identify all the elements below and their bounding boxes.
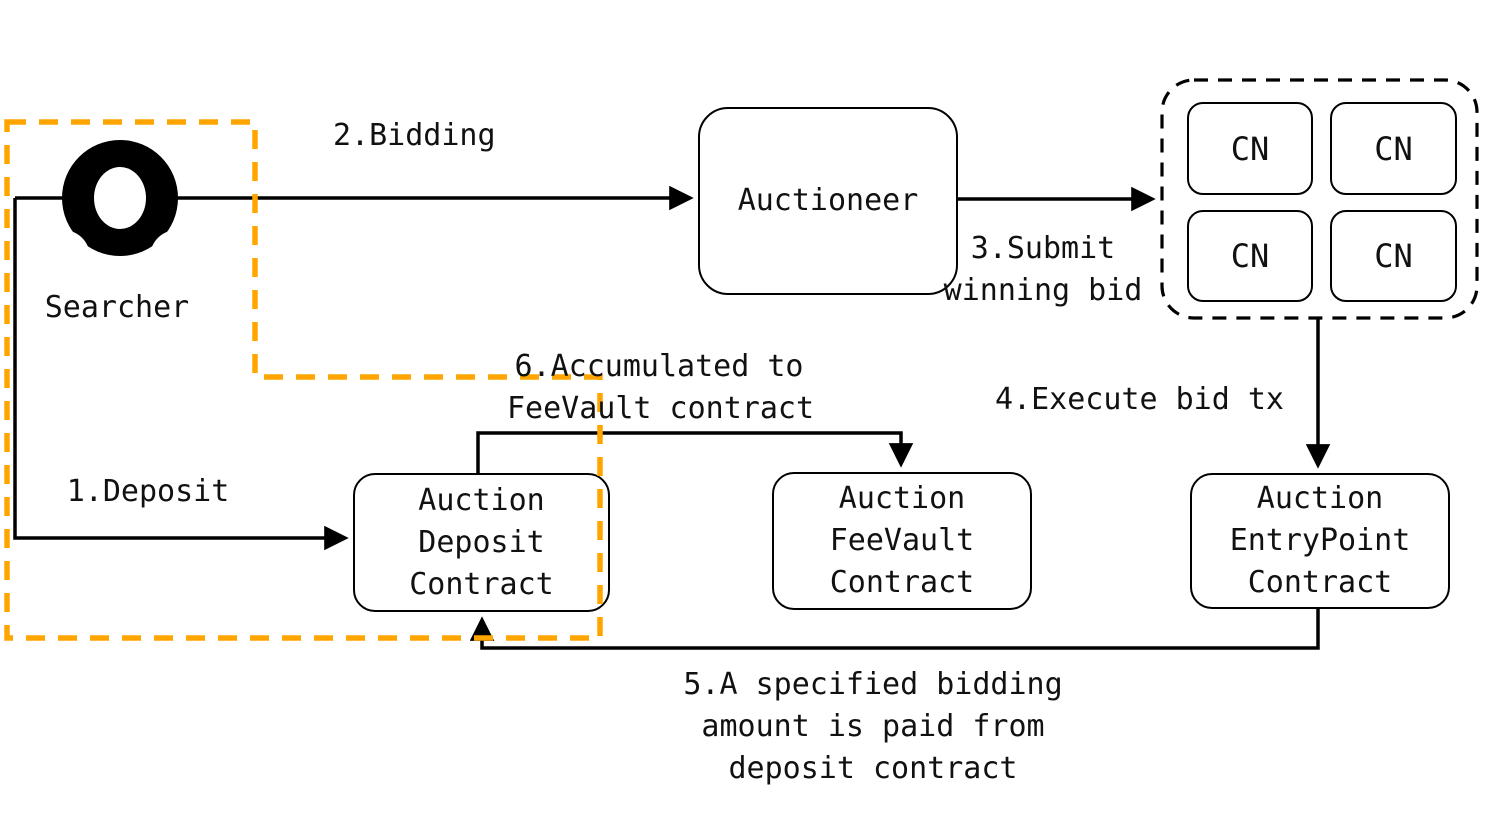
entrypoint-label-line: Auction xyxy=(1256,481,1384,516)
step1-deposit-label: 1.Deposit xyxy=(66,474,230,509)
person-icon xyxy=(36,140,204,284)
searcher-label: Searcher xyxy=(44,290,190,325)
step6-line: 6.Accumulated to xyxy=(514,349,804,384)
step5-paid-from-deposit-label: 5.A specified bidding amount is paid fro… xyxy=(638,664,1108,790)
auction-entrypoint-contract-box: Auction EntryPoint Contract xyxy=(1190,473,1450,609)
step4-execute-bid-tx-label: 4.Execute bid tx xyxy=(995,382,1284,417)
step2-bidding-label: 2.Bidding xyxy=(333,118,496,153)
auction-deposit-contract-box: Auction Deposit Contract xyxy=(353,473,610,612)
cn-node-label: CN xyxy=(1230,129,1270,168)
cn-node-label: CN xyxy=(1374,129,1413,168)
feevault-label-line: Contract xyxy=(829,565,975,600)
cn-node-box: CN xyxy=(1187,210,1313,302)
auctioneer-label: Auctioneer xyxy=(737,183,919,218)
entrypoint-label-line: Contract xyxy=(1247,565,1393,600)
step6-accumulated-label: 6.Accumulated to FeeVault contract xyxy=(507,346,815,430)
feevault-label-line: Auction xyxy=(838,481,966,516)
deposit-label-line: Deposit xyxy=(418,524,545,560)
auctioneer-box: Auctioneer xyxy=(698,107,958,295)
step6-line: FeeVault contract xyxy=(507,391,815,426)
step5-line: deposit contract xyxy=(728,751,1018,786)
step5-line: amount is paid from xyxy=(701,709,1045,744)
step3-line: winning bid xyxy=(943,273,1143,308)
arrow-step6-accumulated xyxy=(476,431,914,473)
deposit-label-line: Contract xyxy=(409,566,554,602)
auction-feevault-contract-box: Auction FeeVault Contract xyxy=(772,472,1032,610)
deposit-label-line: Auction xyxy=(418,482,545,518)
cn-node-box: CN xyxy=(1187,102,1313,195)
step3-line: 3.Submit xyxy=(970,231,1116,266)
cn-node-box: CN xyxy=(1330,102,1457,195)
feevault-label-line: FeeVault xyxy=(829,523,975,558)
step5-line: 5.A specified bidding xyxy=(683,667,1063,702)
cn-node-label: CN xyxy=(1230,237,1270,275)
cn-node-label: CN xyxy=(1374,237,1413,275)
entrypoint-label-line: EntryPoint xyxy=(1229,523,1411,558)
step3-submit-winning-bid-label: 3.Submit winning bid xyxy=(930,228,1156,312)
cn-node-box: CN xyxy=(1330,210,1457,302)
arrow-step5-paid-from-deposit xyxy=(469,609,1320,650)
